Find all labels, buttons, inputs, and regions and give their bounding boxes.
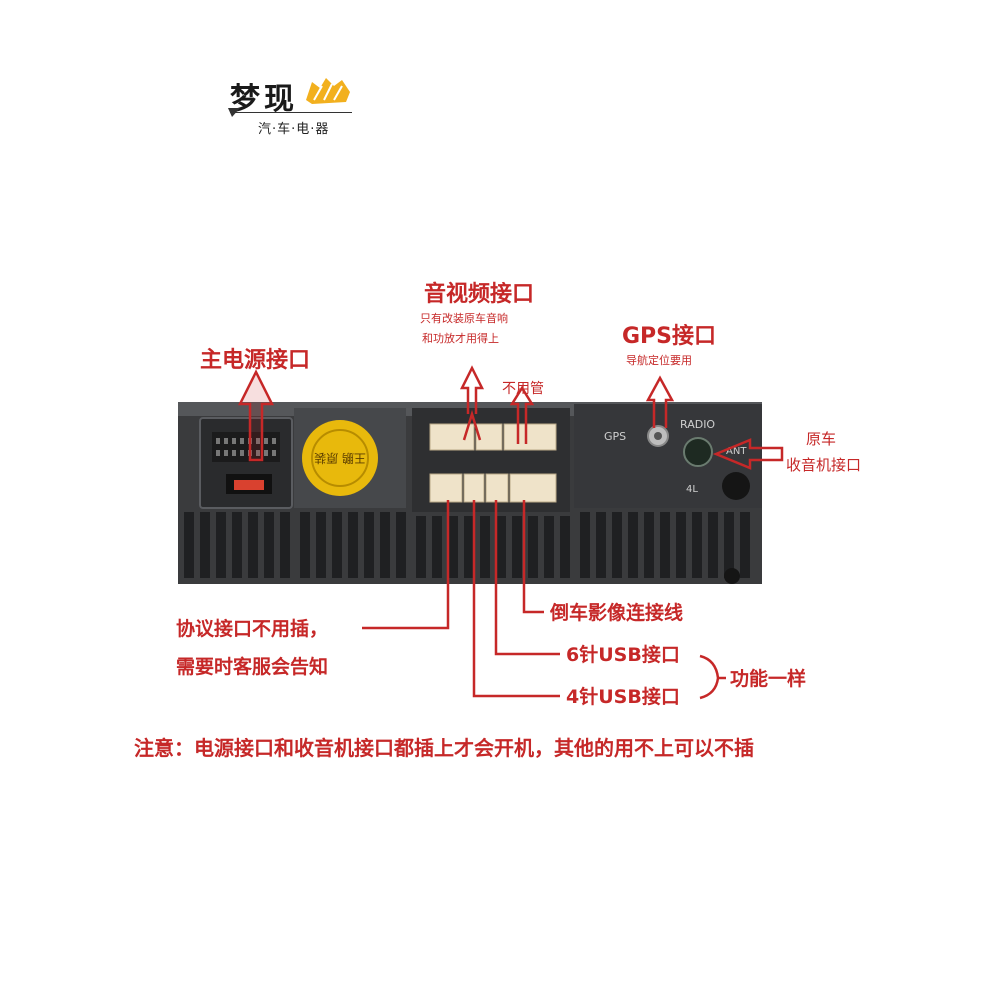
av-connector-top	[429, 423, 557, 451]
gps-port-title: GPS接口	[622, 324, 717, 349]
original-radio-line1: 原车	[806, 430, 837, 448]
gps-arrow	[645, 375, 675, 428]
protocol-label-line1: 协议接口不用插，	[176, 618, 329, 640]
reverse-camera-label: 倒车影像连接线	[550, 602, 684, 624]
port-number-label: 4L	[686, 484, 698, 495]
same-function-brace	[699, 654, 720, 700]
logo-divider	[230, 112, 352, 113]
original-radio-line2: 收音机接口	[786, 456, 862, 474]
reverse-camera-leader	[522, 500, 544, 614]
logo-subtitle: 汽·车·电·器	[258, 122, 330, 137]
usb4-label: 4针USB接口	[566, 686, 680, 708]
heatsink-fins	[184, 512, 750, 578]
main-power-label: 主电源接口	[200, 348, 311, 373]
av-connector-bottom	[429, 473, 557, 503]
logo-pointer-icon	[228, 108, 240, 117]
unused-label: 不用管	[502, 381, 544, 397]
av-note-line1: 只有改装原车音响	[420, 312, 508, 325]
warning-note: 注意：电源接口和收音机接口都插上才会开机，其他的用不上可以不插	[134, 736, 754, 760]
unused-arrow	[509, 385, 535, 444]
power-connector-pins	[212, 432, 280, 494]
gps-note: 导航定位要用	[626, 354, 692, 367]
radio-jack	[683, 437, 713, 467]
protocol-label-line2: 需要时客服会告知	[176, 656, 329, 678]
same-function-label: 功能一样	[730, 668, 807, 690]
usb4-leader	[472, 500, 560, 698]
sticker-text: 王鹏 原装	[314, 451, 366, 465]
logo-name: 梦现	[230, 82, 298, 117]
av-arrow	[459, 365, 485, 414]
warranty-sticker	[302, 420, 378, 496]
ant-port-label: ANT	[726, 446, 747, 457]
annotation-lines	[237, 365, 784, 700]
secondary-jack	[722, 472, 750, 500]
usb6-leader	[494, 500, 560, 656]
gps-port-label: GPS	[604, 430, 626, 443]
protocol-leader	[362, 500, 450, 630]
main-power-arrow	[237, 369, 275, 462]
usb6-label: 6针USB接口	[566, 644, 680, 666]
radio-arrow	[712, 438, 784, 470]
av-port-label: 音视频接口	[424, 282, 535, 307]
av-note-line2: 和功放才用得上	[422, 332, 499, 345]
radio-port-label: RADIO	[680, 418, 715, 431]
logo-mark-icon	[306, 78, 350, 104]
power-connector-housing	[199, 417, 293, 509]
av-arrow-fork	[462, 409, 482, 441]
